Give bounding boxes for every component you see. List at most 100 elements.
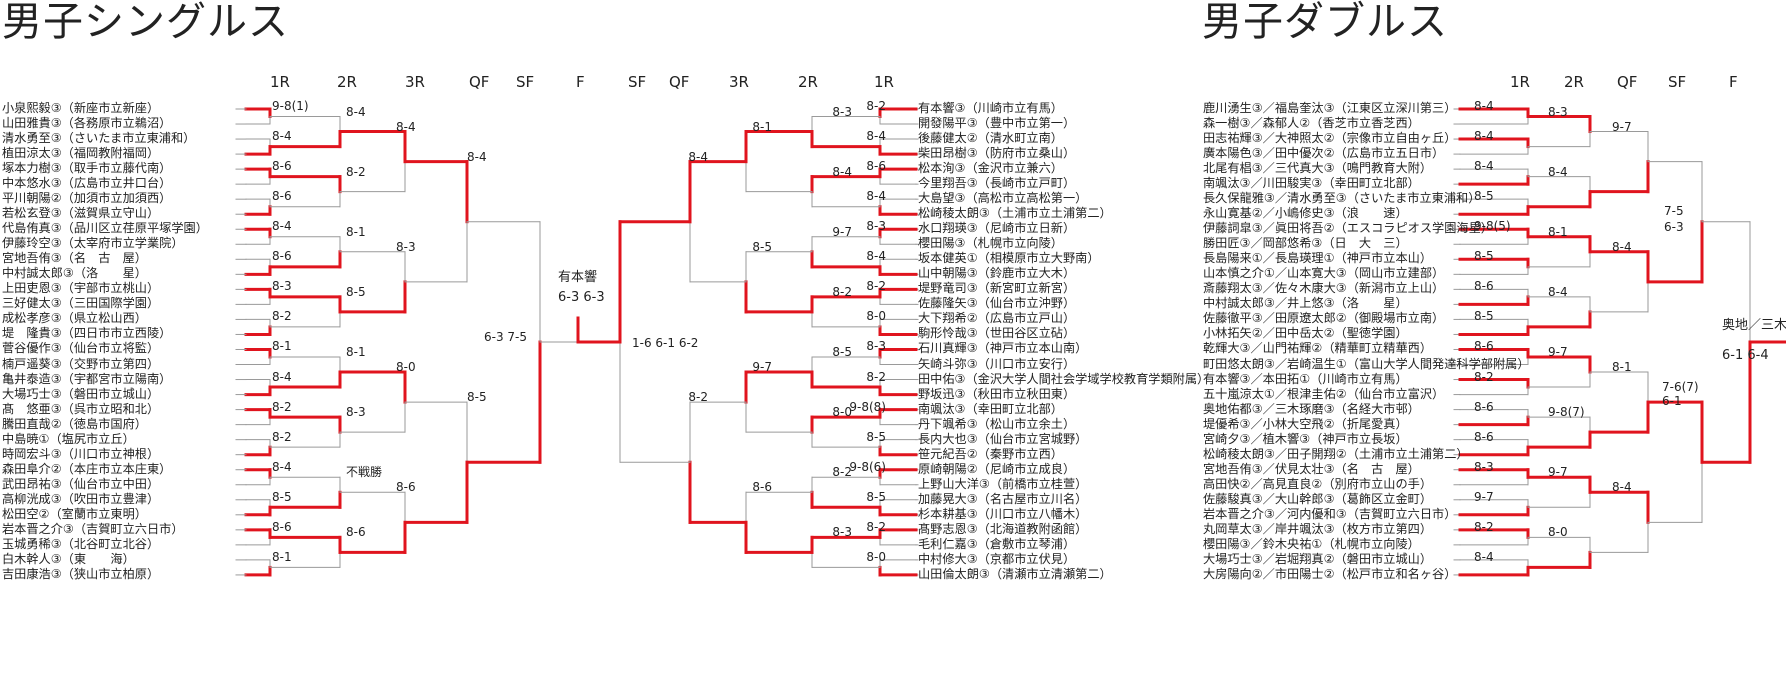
doubles-final-score: 6-1 6-4 [1722,347,1769,363]
singles-player-right: 中村修大③（京都市立伏見） [918,551,1076,566]
singles-left-sf-score: 6-3 7-5 [484,329,528,344]
doubles-player: 大場巧士③／岩堀翔真②（磐田市立城山） [1203,551,1433,566]
doubles-r1-score: 8-4 [1474,129,1494,144]
singles-player-right: 有本響③（川崎市立有馬） [918,101,1063,115]
singles-right-r1-score: 9-8(8) [849,399,886,414]
singles-player-right: 山田倫太朗③（清瀬市立清瀬第二） [918,566,1112,581]
doubles-r1-score: 8-4 [1474,549,1494,564]
doubles-r1-score: 9-8(5) [1474,219,1511,234]
singles-right-r2-score: 8-0 [832,405,852,420]
singles-left-r2-score: 8-5 [346,284,366,299]
doubles-r2-score: 8-3 [1548,104,1568,119]
singles-left-r3-score: 8-6 [396,480,416,495]
doubles-qf-score: 8-1 [1612,360,1632,375]
doubles-r1-score: 9-7 [1474,489,1494,504]
singles-left-r1-score: 8-2 [272,399,292,414]
singles-player-right: 髙野志恩③（北海道教附函館） [918,521,1088,536]
doubles-r2-score: 8-0 [1548,525,1568,540]
singles-player-left: 中村誠太郎③（洛 星） [2,266,147,281]
singles-left-qf-score: 8-4 [467,149,487,164]
singles-left-r1-score: 8-6 [272,519,292,534]
singles-right-r1-score: 8-4 [866,249,886,264]
singles-round-label-left: F [576,73,585,91]
singles-right-r1-score: 8-3 [866,339,886,354]
singles-player-left: 中本悠水③（広島市立井口台） [2,176,172,191]
singles-player-right: 田中佑③（金沢大学人間社会学域学校教育学類附属） [918,371,1210,386]
singles-player-left: 代島侑真③（品川区立荏原平塚学園） [2,221,208,236]
singles-right-r3-score: 8-5 [752,239,772,254]
doubles-player: 乾輝大③／山門祐輝②（精華町立精華西） [1203,341,1433,356]
singles-player-right: 野坂迅③（秋田市立秋田東） [918,386,1076,401]
singles-left-r2-score: 8-1 [346,344,366,359]
doubles-player: 鹿川湧生③／福島奎汰③（江東区立深川第三） [1203,101,1457,115]
doubles-qf-score: 9-7 [1612,119,1632,134]
doubles-r2-score: 8-4 [1548,284,1568,299]
singles-player-right: 今里翔吾③（長崎市立戸町） [918,176,1076,191]
doubles-player: 山本慎之介①／山本寛大③（岡山市立建部） [1203,266,1445,281]
singles-left-r1-score: 8-4 [272,219,292,234]
doubles-r2-score: 9-7 [1548,465,1568,480]
doubles-r2-score: 8-4 [1548,164,1568,179]
doubles-r1-score: 8-4 [1474,159,1494,174]
singles-player-left: 宮地吾侑③（名 古 屋） [2,251,147,266]
singles-player-right: 南颯汰③（幸田町立北部） [918,401,1063,416]
doubles-player: 伊藤詞皐③／眞田将吾②（エスコラピオス学園海星） [1203,221,1493,236]
doubles-round-label: QF [1617,73,1638,91]
singles-player-left: 森田阜介②（本庄市立本庄東） [2,461,172,476]
singles-round-label-right: 2R [798,73,818,91]
singles-right-r2-score: 9-7 [832,224,852,239]
singles-right-r1-score: 8-4 [866,129,886,144]
doubles-player: 南颯汰③／川田駿実③（幸田町立北部） [1203,176,1420,191]
singles-right-r1-score: 8-2 [866,369,886,384]
singles-player-right: 原崎朝陽②（尼崎市立成良） [918,461,1076,476]
singles-player-left: 武田昂祐③（仙台市立中田） [2,476,160,491]
singles-right-r2-score: 8-2 [832,465,852,480]
singles-right-r1-score: 8-5 [866,429,886,444]
singles-player-left: 亀井泰造③（宇都宮市立陽南） [2,371,172,386]
singles-left-r1-score: 8-4 [272,459,292,474]
singles-player-left: 平川朝陽②（加須市立加須西） [2,191,172,206]
doubles-player: 櫻田陽③／鈴木央祐①（札幌市立向陵） [1203,536,1420,551]
singles-left-r3-score: 8-0 [396,360,416,375]
singles-player-left: 伊藤玲空③（太宰府市立学業院） [2,236,184,251]
singles-left-r1-score: 8-2 [272,429,292,444]
singles-right-r2-score: 8-3 [832,104,852,119]
singles-right-sf-score: 1-6 6-1 6-2 [632,335,699,350]
singles-player-right: 山中朝陽③（鈴鹿市立大木） [918,266,1076,281]
doubles-r1-score: 8-5 [1474,249,1494,264]
doubles-player: 佐藤徹平③／田原遼太郎②（御殿場市立南） [1203,311,1445,326]
singles-round-label-right: SF [628,73,647,91]
singles-right-r1-score: 9-8(6) [849,459,886,474]
doubles-r1-score: 8-2 [1474,369,1494,384]
doubles-player: 松崎稜太朗③／田子開翔②（土浦市立土浦第二） [1203,446,1469,461]
doubles-player: 宮地吾侑③／伏見太壮③（名 古 屋） [1203,461,1420,476]
singles-player-right: 堤野竜司③（新宮町立新宮） [918,281,1076,296]
singles-round-label-right: 3R [729,73,749,91]
doubles-r2-score: 9-8(7) [1548,405,1585,420]
singles-right-r1-score: 8-4 [866,189,886,204]
singles-round-label-left: 1R [270,73,290,91]
doubles-round-label: F [1729,73,1738,91]
doubles-player: 五十嵐涼太①／根津圭佑②（仙台市立富沢） [1203,386,1445,401]
singles-player-right: 松崎稜太朗③（土浦市立土浦第二） [918,206,1112,221]
singles-round-label-left: SF [516,73,535,91]
singles-left-r1-score: 8-5 [272,489,292,504]
doubles-r1-score: 8-2 [1474,519,1494,534]
doubles-player: 田志祐輝③／大神照太②（宗像市立自由ヶ丘） [1203,131,1457,146]
singles-player-left: 髙 悠亜③（呉市立昭和北） [2,401,160,416]
singles-player-right: 大下翔希②（広島市立戸山） [918,311,1076,326]
singles-player-right: 石川真輝③（神戸市立本山南） [918,341,1088,356]
singles-left-r1-score: 8-4 [272,369,292,384]
singles-player-right: 矢崎斗弥③（川口市立安行） [918,356,1076,371]
singles-player-left: 騰田直哉②（徳島市国府） [2,416,147,431]
doubles-r1-score: 8-5 [1474,309,1494,324]
singles-right-qf-score: 8-2 [688,390,708,405]
singles-right-r1-score: 8-0 [866,549,886,564]
doubles-r1-score: 8-6 [1474,399,1494,414]
singles-round-label-left: QF [469,73,490,91]
doubles-sf-score: 7-5 [1664,203,1684,218]
singles-left-r1-score: 8-6 [272,159,292,174]
singles-player-right: 柴田昂樹③（防府市立桑山） [918,146,1076,161]
singles-player-right: 坂本健英①（相模原市立大野南） [918,251,1100,266]
